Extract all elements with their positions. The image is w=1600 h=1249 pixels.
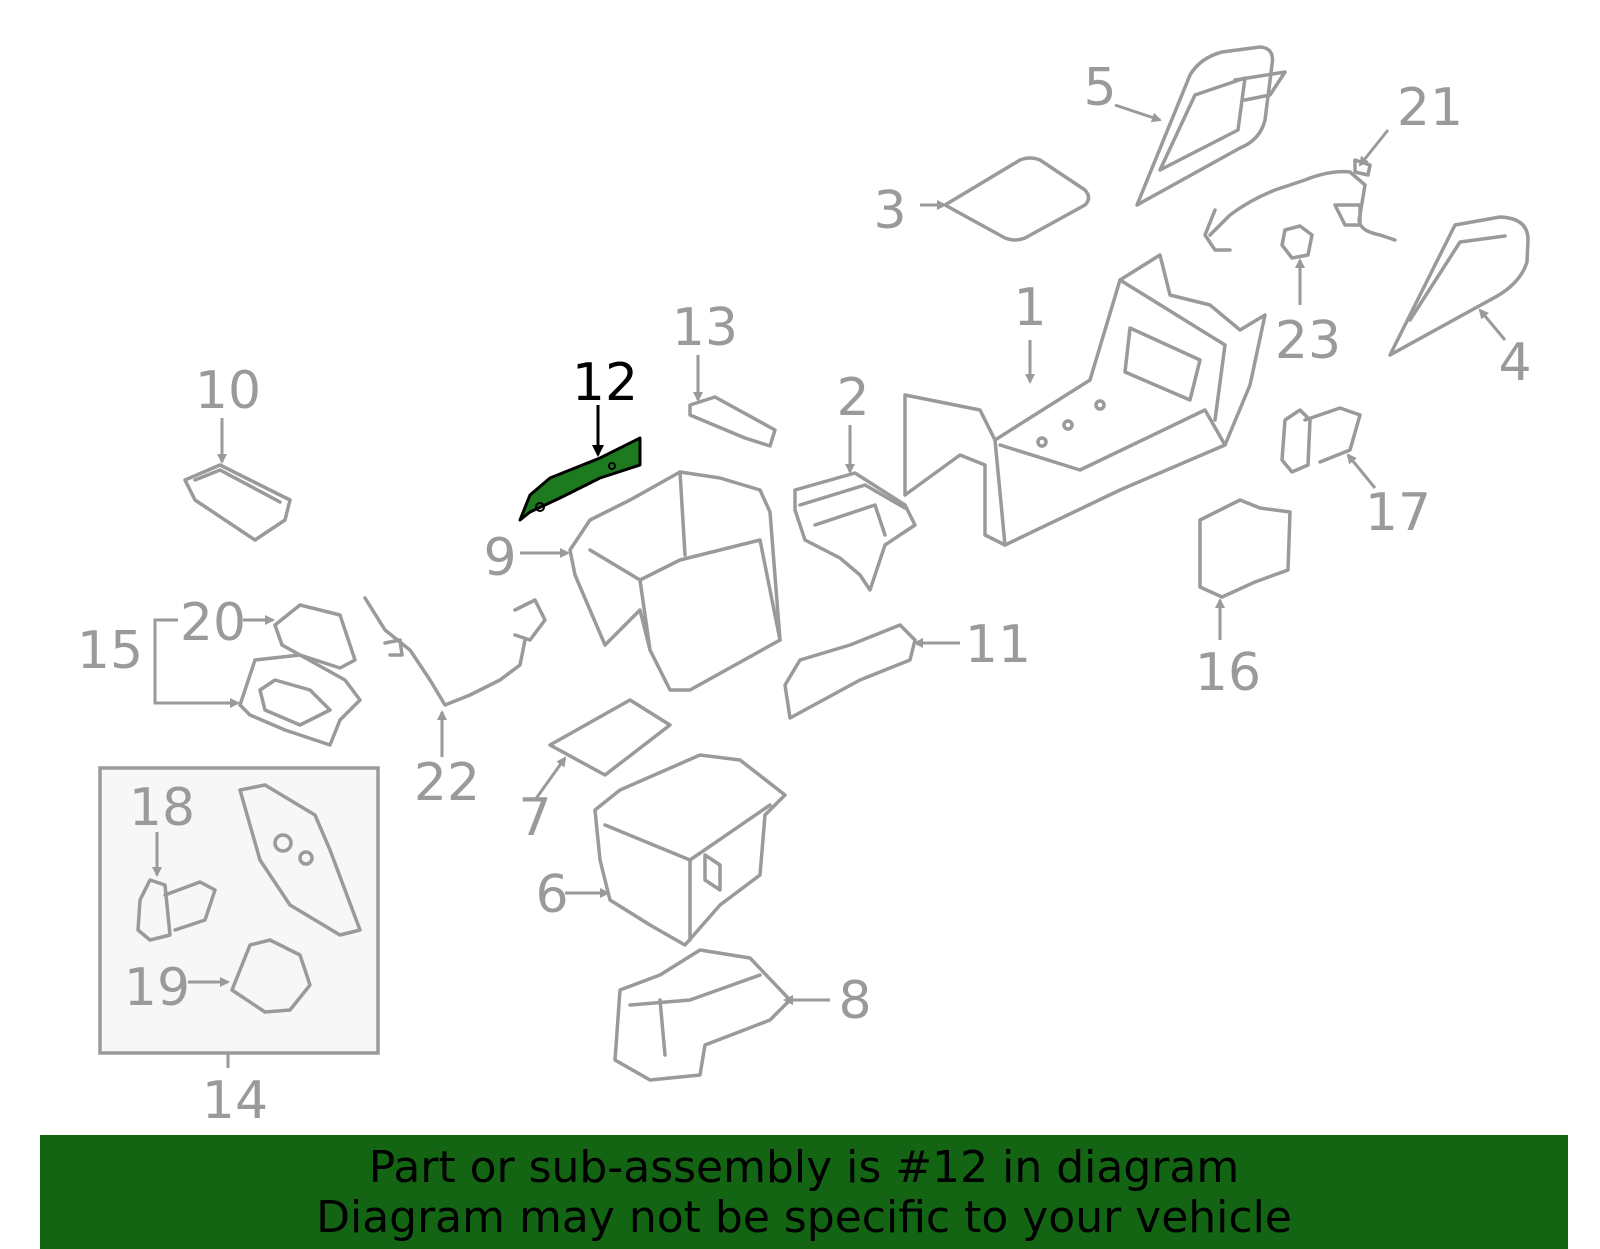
callout-14: 14 bbox=[202, 1071, 268, 1131]
callout-2: 2 bbox=[836, 368, 869, 428]
callout-17: 17 bbox=[1365, 483, 1431, 543]
callout-12: 12 bbox=[572, 353, 638, 413]
part-3-mat bbox=[943, 156, 1091, 242]
callout-8: 8 bbox=[838, 971, 871, 1031]
info-banner: Part or sub-assembly is #12 in diagram D… bbox=[40, 1135, 1568, 1249]
part-2-bin bbox=[793, 471, 917, 592]
part-5-armrest-lid bbox=[1135, 45, 1287, 207]
part-7-pad bbox=[548, 698, 672, 777]
callout-13: 13 bbox=[672, 298, 738, 358]
callout-9: 9 bbox=[483, 528, 516, 588]
callout-18: 18 bbox=[129, 778, 195, 838]
part-13-trim-strip bbox=[688, 395, 777, 448]
group-14-box bbox=[98, 766, 380, 1055]
callout-1: 1 bbox=[1013, 278, 1046, 338]
callout-16: 16 bbox=[1195, 643, 1261, 703]
callout-labels: 1 2 3 4 5 6 7 8 9 10 11 12 13 14 15 16 1… bbox=[77, 58, 1532, 1131]
callout-11: 11 bbox=[965, 615, 1031, 675]
banner-line-1: Part or sub-assembly is #12 in diagram bbox=[368, 1142, 1240, 1193]
banner-line-2: Diagram may not be specific to your vehi… bbox=[316, 1192, 1292, 1243]
callout-19: 19 bbox=[124, 958, 190, 1018]
part-6-housing bbox=[593, 753, 787, 947]
callout-6: 6 bbox=[535, 865, 568, 925]
callout-3: 3 bbox=[873, 181, 906, 241]
part-10-tray bbox=[183, 463, 292, 542]
part-1-console-body bbox=[903, 253, 1267, 547]
part-4-side-panel bbox=[1388, 215, 1530, 357]
part-8-base bbox=[613, 948, 792, 1082]
callout-7: 7 bbox=[518, 788, 551, 848]
callout-5: 5 bbox=[1083, 58, 1116, 118]
part-23-clip bbox=[1280, 224, 1314, 260]
callout-23: 23 bbox=[1275, 311, 1341, 371]
callout-4: 4 bbox=[1498, 333, 1531, 393]
part-21-wiring-harness bbox=[1203, 158, 1397, 252]
part-20-switch-panel bbox=[273, 603, 357, 670]
part-19-cap bbox=[230, 938, 312, 1014]
callout-10: 10 bbox=[195, 361, 261, 421]
callout-15: 15 bbox=[77, 621, 143, 681]
callout-20: 20 bbox=[180, 593, 246, 653]
group-14-bezel bbox=[238, 783, 362, 937]
leader-lines bbox=[152, 103, 1507, 1068]
part-16-bracket bbox=[1198, 498, 1292, 599]
part-11-trim bbox=[783, 623, 917, 720]
part-18-switch bbox=[136, 878, 217, 942]
part-22-wiring bbox=[363, 596, 547, 707]
part-15-bezel bbox=[238, 653, 362, 747]
part-12-trim-panel bbox=[518, 436, 642, 522]
callout-22: 22 bbox=[414, 753, 480, 813]
callout-21: 21 bbox=[1397, 78, 1463, 138]
part-17-switch bbox=[1280, 406, 1362, 474]
part-9-console-frame bbox=[568, 470, 782, 692]
